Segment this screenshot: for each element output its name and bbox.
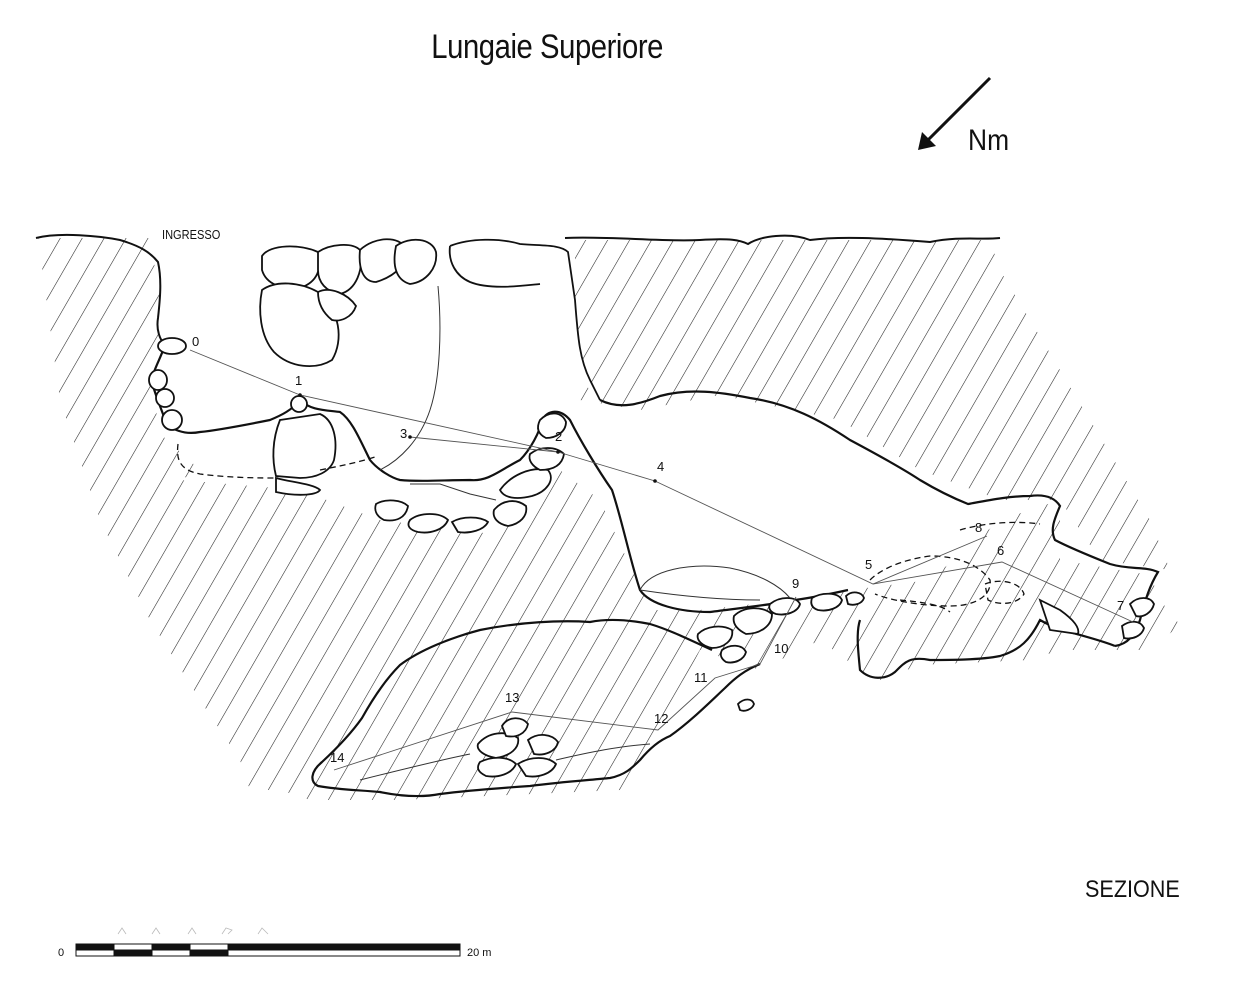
station-label-7: 7 [1117,598,1124,613]
drawing-title: Lungaie Superiore [431,28,663,66]
scale-end-label: 20 m [467,947,492,959]
north-label: Nm [968,124,1010,157]
passage-boulders [148,337,1155,778]
station-label-10: 10 [774,641,788,656]
station-label-8: 8 [975,520,982,535]
surface-profile [35,233,166,346]
station-label-2: 2 [555,429,562,444]
station-labels: 0 1 2 3 4 5 6 7 8 9 10 11 12 13 14 [192,334,1124,765]
scale-start-label: 0 [58,947,65,959]
station-label-6: 6 [997,543,1004,558]
entrance-label: INGRESSO [162,227,221,242]
station-label-5: 5 [865,557,872,572]
station-label-0: 0 [192,334,199,349]
station-label-3: 3 [400,426,407,441]
station-label-12: 12 [654,711,668,726]
station-label-14: 14 [330,750,344,765]
entrance-boulders [259,238,601,401]
scale-faint-ticks [117,927,269,935]
north-arrow-icon [918,76,992,150]
scale-bar [75,943,461,957]
surface-profile-right [564,234,1001,246]
station-markers [298,393,657,483]
rock-hatching [38,238,1180,800]
station-label-11: 11 [694,670,708,685]
station-label-4: 4 [657,459,664,474]
lower-chamber-outline [311,618,761,798]
detail-lines [359,285,791,781]
dashed-floor-outlines [176,443,1041,613]
station-label-1: 1 [295,373,302,388]
station-label-9: 9 [792,576,799,591]
section-label: SEZIONE [1085,876,1180,903]
station-label-13: 13 [505,690,519,705]
